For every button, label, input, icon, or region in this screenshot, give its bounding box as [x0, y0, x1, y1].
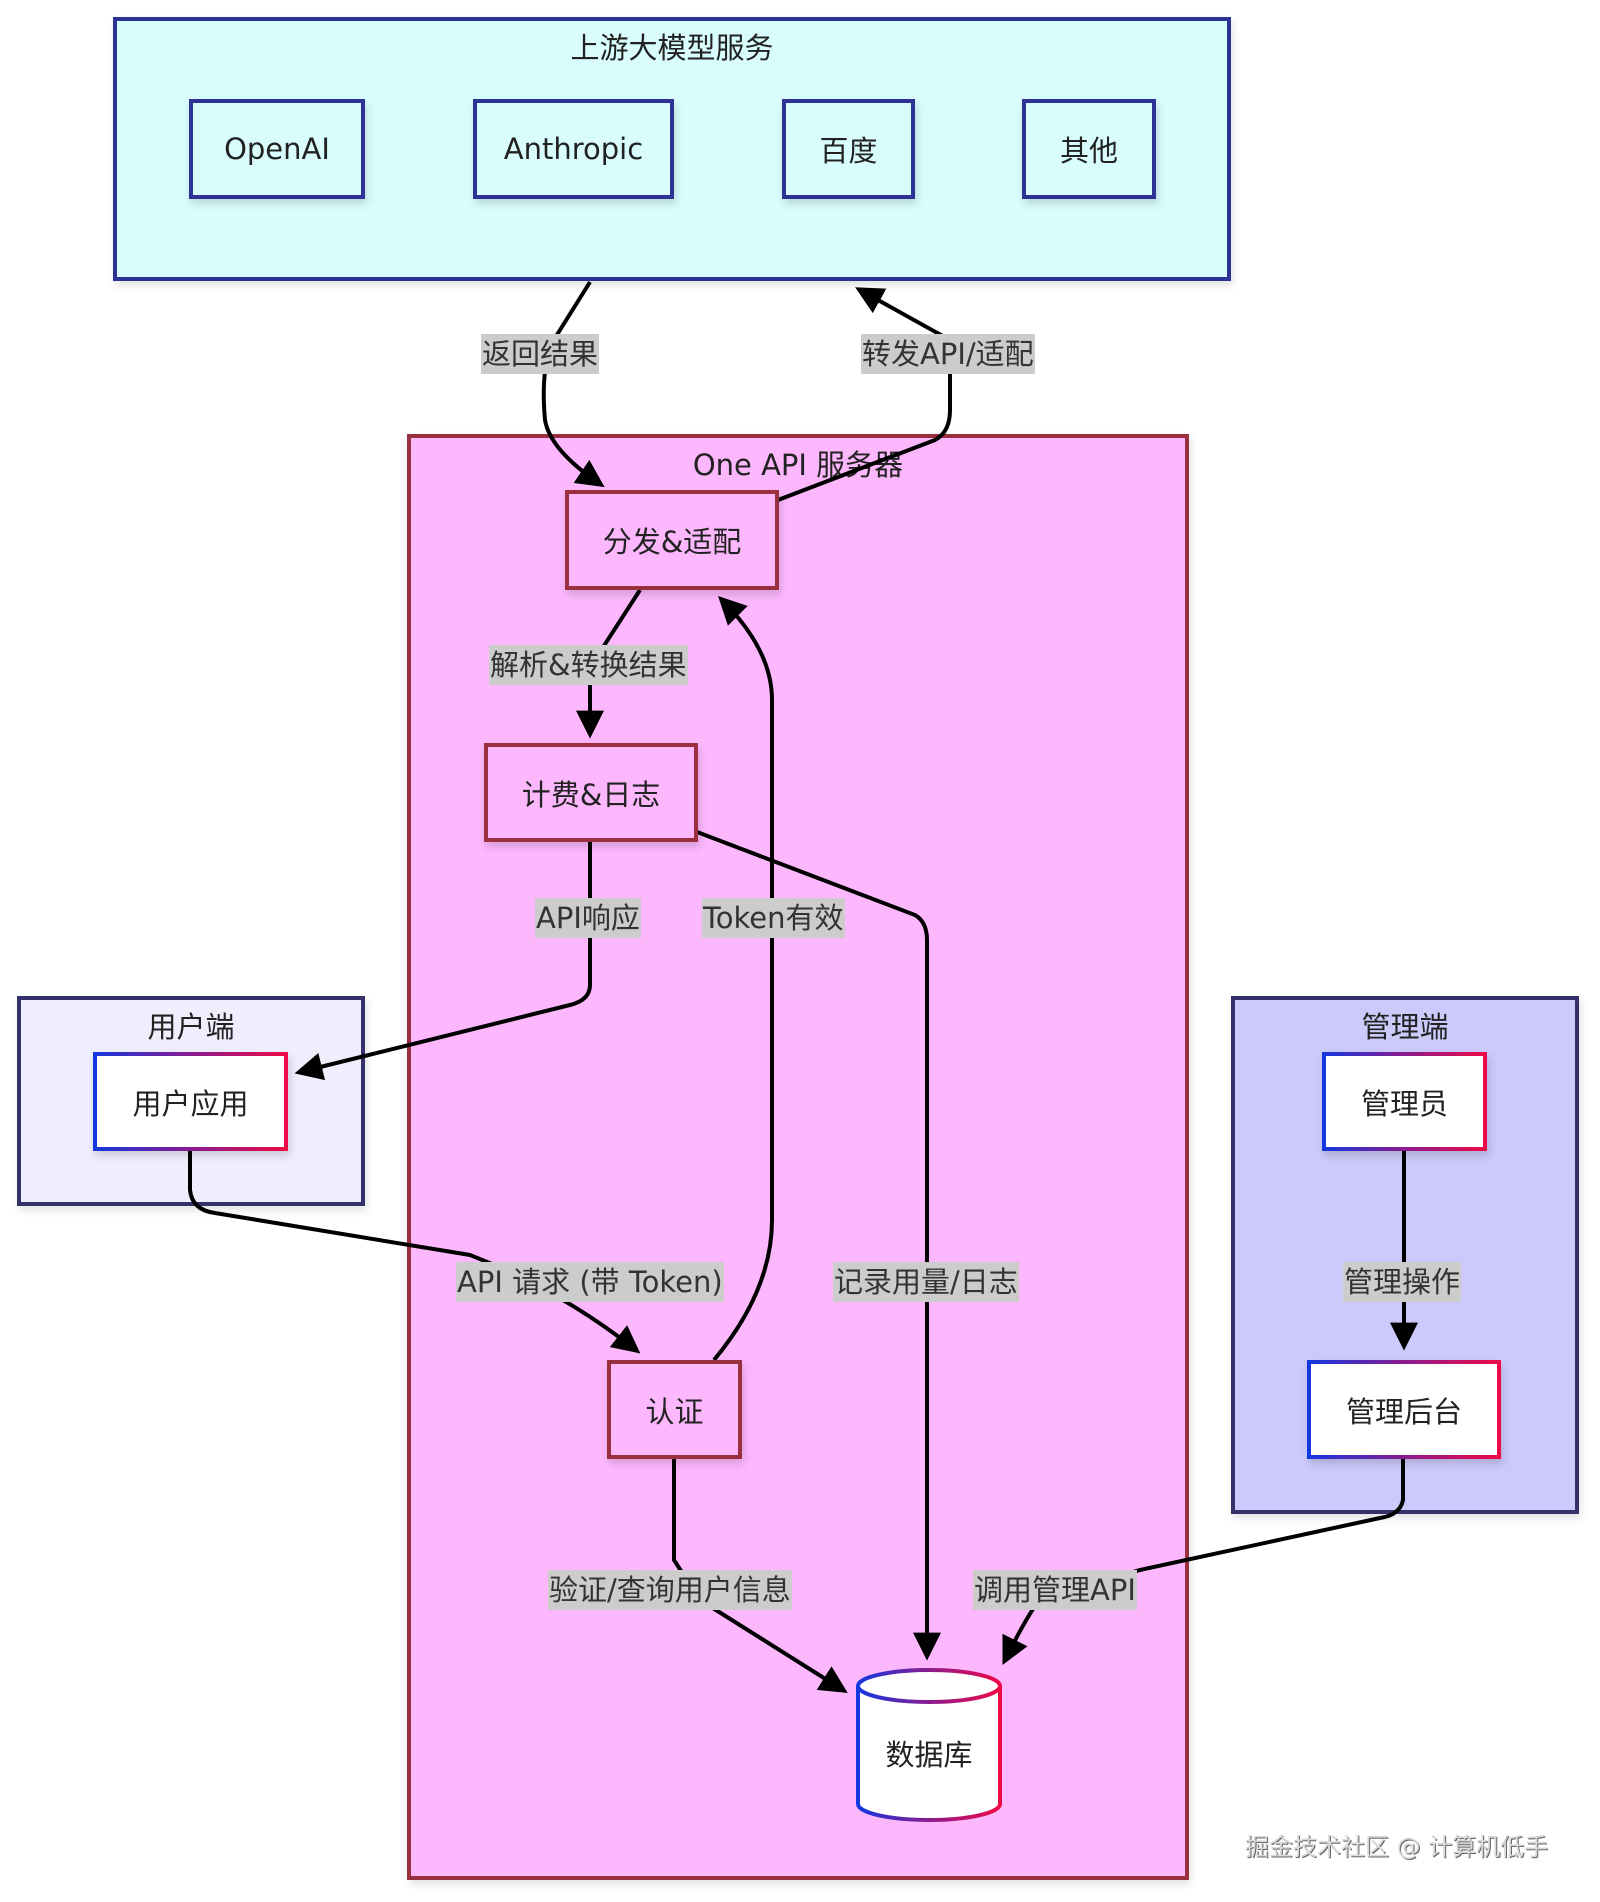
cluster-title-upstream: 上游大模型服务 — [570, 31, 774, 65]
edge-return-result — [541, 280, 605, 488]
node-others[interactable]: 其他 — [1022, 99, 1156, 199]
edge-label-verify-user: 验证/查询用户信息 — [548, 1570, 792, 1611]
edge-label-api-response: API响应 — [535, 898, 641, 939]
edge-label-admin-ops: 管理操作 — [1343, 1262, 1462, 1303]
database-cylinder-icon — [856, 1668, 1002, 1822]
node-anthropic[interactable]: Anthropic — [473, 99, 674, 199]
node-auth-label: 认证 — [645, 1394, 704, 1429]
edge-label-api-request: API 请求 (带 Token) — [456, 1262, 724, 1303]
node-openai-label: OpenAI — [224, 132, 330, 166]
node-billing-logs[interactable]: 计费&日志 — [484, 743, 698, 842]
node-admin-console-label: 管理后台 — [1345, 1394, 1462, 1429]
edge-call-admin-api — [1002, 1458, 1405, 1666]
node-user-app-label: 用户应用 — [132, 1086, 249, 1121]
cluster-one-api-server: One API 服务器 — [407, 434, 1189, 1880]
cluster-title-admin: 管理端 — [1361, 1010, 1449, 1044]
node-baidu-label: 百度 — [819, 134, 878, 168]
node-admin-user[interactable]: 管理员 — [1322, 1052, 1487, 1151]
edge-label-call-admin-api: 调用管理API — [973, 1570, 1137, 1611]
edge-api-response — [294, 842, 592, 1081]
node-anthropic-label: Anthropic — [503, 132, 644, 166]
node-admin-user-label: 管理员 — [1360, 1086, 1448, 1121]
cluster-title-client: 用户端 — [147, 1010, 235, 1044]
node-user-app[interactable]: 用户应用 — [93, 1052, 288, 1151]
node-baidu[interactable]: 百度 — [782, 99, 915, 199]
node-dispatch-label: 分发&适配 — [602, 525, 742, 559]
edge-label-parse-convert: 解析&转换结果 — [489, 645, 688, 686]
edge-label-forward-api: 转发API/适配 — [861, 334, 1035, 375]
node-auth[interactable]: 认证 — [607, 1360, 742, 1459]
edge-label-record-usage: 记录用量/日志 — [833, 1262, 1019, 1303]
node-others-label: 其他 — [1059, 134, 1118, 168]
node-admin-console[interactable]: 管理后台 — [1307, 1360, 1501, 1459]
edge-api-request — [188, 1150, 641, 1354]
node-database-label: 数据库 — [885, 1738, 973, 1772]
edge-label-token-valid: Token有效 — [702, 898, 845, 939]
edge-record-usage — [696, 830, 941, 1661]
edge-token-valid — [712, 596, 774, 1362]
node-billing-label: 计费&日志 — [521, 777, 661, 812]
node-dispatch-adapt[interactable]: 分发&适配 — [565, 490, 779, 590]
edge-label-return-result: 返回结果 — [481, 334, 600, 375]
node-openai[interactable]: OpenAI — [189, 99, 365, 199]
node-database[interactable]: 数据库 — [854, 1668, 1004, 1824]
watermark: 掘金技术社区 @ 计算机低手 — [1245, 1833, 1549, 1861]
edge-forward-api — [777, 287, 952, 502]
